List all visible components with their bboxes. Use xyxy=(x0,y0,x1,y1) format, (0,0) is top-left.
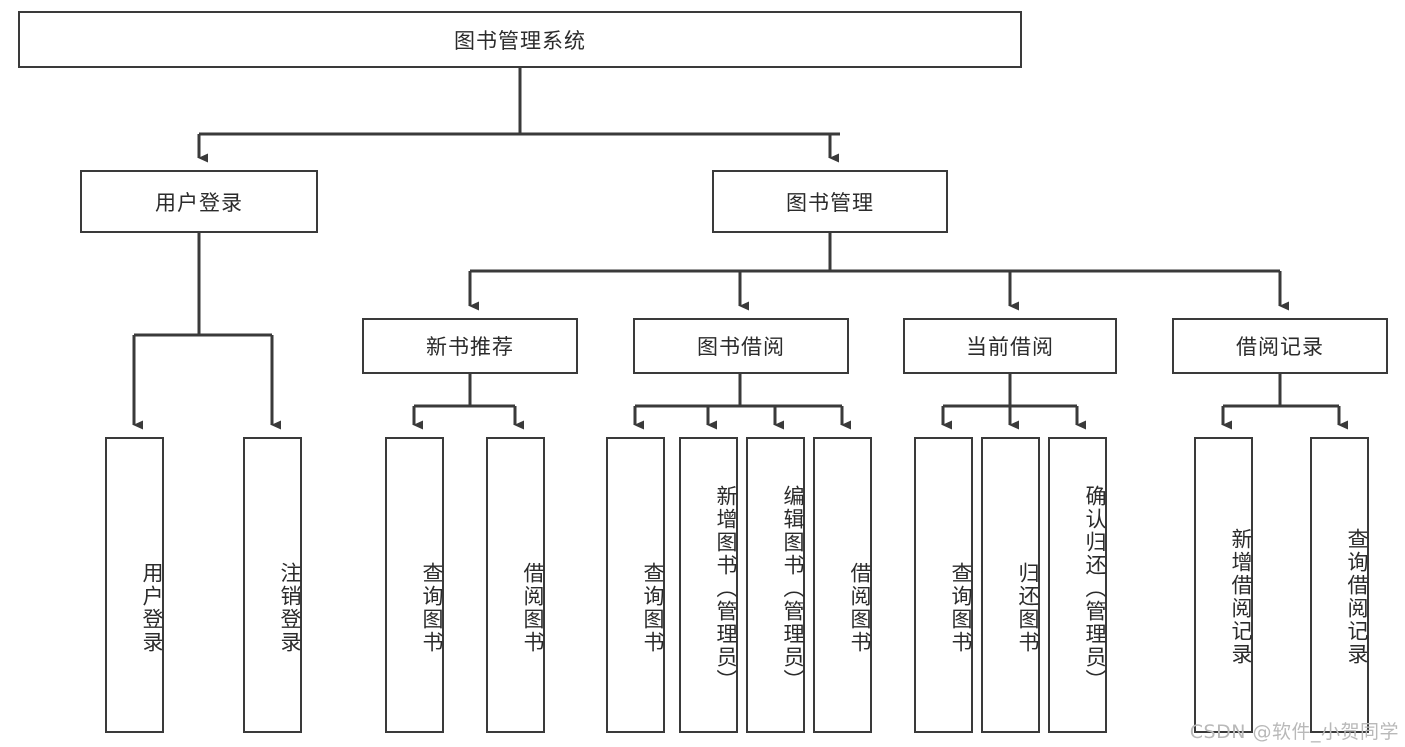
node-new-book-recommend[interactable]: 新书推荐 xyxy=(362,318,578,374)
node-leaf-return-book-label: 归还图书 xyxy=(1016,562,1040,654)
node-leaf-logout[interactable]: 注销登录 xyxy=(243,437,302,733)
node-leaf-add-record-label: 新增借阅记录 xyxy=(1229,528,1253,666)
node-leaf-return-book[interactable]: 归还图书 xyxy=(981,437,1040,733)
node-leaf-borrow-book-1[interactable]: 借阅图书 xyxy=(486,437,545,733)
node-current-borrow-label: 当前借阅 xyxy=(966,335,1054,359)
node-book-manage[interactable]: 图书管理 xyxy=(712,170,948,233)
node-leaf-query-record-label: 查询借阅记录 xyxy=(1345,528,1369,666)
node-current-borrow[interactable]: 当前借阅 xyxy=(903,318,1117,374)
node-leaf-borrow-book-1-label: 借阅图书 xyxy=(521,562,545,654)
node-book-borrow-label: 图书借阅 xyxy=(697,335,785,359)
node-leaf-add-book-label: 新增图书（管理员） xyxy=(714,484,738,692)
node-root-label: 图书管理系统 xyxy=(454,28,586,53)
node-leaf-query-book-1[interactable]: 查询图书 xyxy=(385,437,444,733)
node-book-borrow[interactable]: 图书借阅 xyxy=(633,318,849,374)
node-leaf-query-book-2[interactable]: 查询图书 xyxy=(606,437,665,733)
node-book-manage-label: 图书管理 xyxy=(786,190,874,215)
node-leaf-borrow-book-2-label: 借阅图书 xyxy=(848,562,872,654)
node-user-login-label: 用户登录 xyxy=(155,190,243,215)
node-leaf-edit-book[interactable]: 编辑图书（管理员） xyxy=(746,437,805,733)
node-new-book-recommend-label: 新书推荐 xyxy=(426,335,514,359)
node-leaf-query-record[interactable]: 查询借阅记录 xyxy=(1310,437,1369,733)
watermark: CSDN @软件_小贺同学 xyxy=(1189,721,1399,743)
node-borrow-record[interactable]: 借阅记录 xyxy=(1172,318,1388,374)
node-leaf-add-book[interactable]: 新增图书（管理员） xyxy=(679,437,738,733)
node-leaf-query-book-2-label: 查询图书 xyxy=(641,562,665,654)
node-leaf-query-book-3-label: 查询图书 xyxy=(949,562,973,654)
node-leaf-borrow-book-2[interactable]: 借阅图书 xyxy=(813,437,872,733)
node-leaf-logout-label: 注销登录 xyxy=(278,562,302,654)
node-user-login[interactable]: 用户登录 xyxy=(80,170,318,233)
node-leaf-confirm-return[interactable]: 确认归还（管理员） xyxy=(1048,437,1107,733)
node-root[interactable]: 图书管理系统 xyxy=(18,11,1022,68)
node-borrow-record-label: 借阅记录 xyxy=(1236,335,1324,359)
node-leaf-query-book-1-label: 查询图书 xyxy=(420,562,444,654)
node-leaf-query-book-3[interactable]: 查询图书 xyxy=(914,437,973,733)
node-leaf-add-record[interactable]: 新增借阅记录 xyxy=(1194,437,1253,733)
node-leaf-user-login[interactable]: 用户登录 xyxy=(105,437,164,733)
node-leaf-confirm-return-label: 确认归还（管理员） xyxy=(1083,484,1107,692)
node-leaf-edit-book-label: 编辑图书（管理员） xyxy=(781,484,805,692)
node-leaf-user-login-label: 用户登录 xyxy=(140,562,164,654)
